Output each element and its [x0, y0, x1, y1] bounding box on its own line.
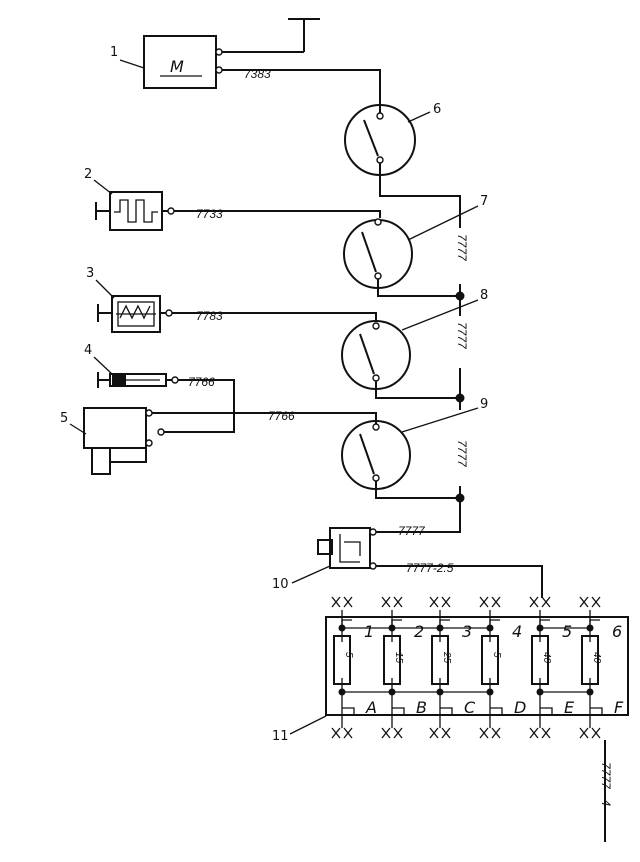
fuse-bottom-crossmark [331, 727, 353, 739]
fuse-top-crossmark [479, 596, 501, 608]
motor-label: M [170, 57, 184, 76]
fuse-top-crossmark [579, 596, 601, 608]
fuse-top-pin-label: 4 [512, 622, 522, 641]
wire-label-7777-v3: 7777 [455, 440, 469, 468]
fuse-top-crossmark [381, 596, 403, 608]
fuse-bottom-crossmark [529, 727, 551, 739]
fuse-top-jumper [391, 619, 402, 628]
fuse-body [531, 635, 549, 685]
fuse-bottom-jumper [392, 707, 405, 716]
fuse-bottom-crossmark [429, 727, 451, 739]
fuse-body [481, 635, 499, 685]
callout-11: 11 [272, 729, 289, 744]
fuse-bottom-jumper [540, 707, 553, 716]
wire-label-7383: 7383 [244, 67, 271, 81]
callout-2: 2 [84, 167, 92, 182]
fuse-top-jumper [539, 619, 550, 628]
fuse-top-pin-label: 2 [414, 622, 424, 641]
callout-4: 4 [84, 343, 92, 358]
fuse-bottom-pin-label: A [365, 698, 377, 717]
wire-label-7777-v2: 7777 [455, 322, 469, 350]
wire-label-7783: 7783 [196, 309, 223, 323]
fuse-bottom-jumper [490, 707, 503, 716]
fuse-top-pin-label: 3 [462, 622, 472, 641]
fuse-bottom-jumper [590, 707, 603, 716]
sensor-component [97, 372, 179, 388]
fuse-bottom-pin-label: F [614, 698, 624, 717]
fan-component [97, 295, 173, 333]
fuse-top-pin-label: 1 [364, 622, 374, 641]
fuse-top-jumper [489, 619, 500, 628]
fuse-rating: 15 [393, 652, 404, 664]
fuse-list: 5 1A 15 2B 25 3C 5 4D 40 5E 40 6F [331, 596, 624, 739]
callout-6: 6 [433, 102, 441, 117]
callout-9: 9 [480, 397, 488, 412]
fuse-rating: 25 [441, 651, 452, 664]
fuse-top-pin-label: 5 [562, 622, 572, 641]
callout-3: 3 [86, 266, 94, 281]
fuse-top-jumper [341, 619, 352, 628]
ground-symbol [222, 18, 320, 53]
relay-component [83, 407, 165, 475]
fuse-rating: 40 [591, 652, 602, 664]
fuse-bottom-node [436, 688, 444, 696]
fuse-body [383, 635, 401, 685]
fuse-bottom-jumper [342, 707, 355, 716]
fuse-bottom-crossmark [579, 727, 601, 739]
fuse-bottom-node [536, 688, 544, 696]
switch-7 [343, 218, 413, 289]
callout-10: 10 [272, 577, 289, 592]
wire-label-7766-relay: 7766 [268, 409, 295, 423]
fuse-top-pin-label: 6 [612, 622, 622, 641]
fuse-bottom-node [586, 688, 594, 696]
motor-component: M [143, 35, 223, 89]
switch-9 [341, 420, 411, 490]
heater-component [95, 191, 175, 231]
fuse-bottom-pin-label: B [416, 698, 427, 717]
fuse-top-crossmark [331, 596, 353, 608]
fuse-bottom-pin-label: E [564, 698, 575, 717]
fuse-bottom-node [388, 688, 396, 696]
fuse-block [325, 616, 629, 716]
fuse-bottom-node [486, 688, 494, 696]
callout-1: 1 [110, 45, 118, 60]
fuse-rating: 5 [491, 652, 502, 658]
wire-label-7777-relay: 7777 [398, 524, 426, 538]
wire-label-7777-4: 7777 - 4 [599, 762, 613, 806]
fuse-top-jumper [439, 619, 450, 628]
fuse-bottom-pin-label: D [514, 698, 526, 717]
fuse-rating: 5 [343, 652, 354, 658]
small-relay-component [317, 527, 377, 570]
wire-label-7766-sensor: 7766 [188, 375, 215, 389]
wire-label-7733: 7733 [196, 207, 223, 221]
fuse-body [581, 635, 599, 685]
fuse-bottom-node [338, 688, 346, 696]
callout-8: 8 [480, 288, 488, 303]
fuse-top-jumper [589, 619, 600, 628]
wire-label-7777-2.5: 7777-2.5 [406, 561, 454, 575]
callout-5: 5 [60, 411, 68, 426]
fuse-body [333, 635, 351, 685]
switch-8 [341, 320, 411, 390]
fuse-bottom-crossmark [479, 727, 501, 739]
fuse-rating: 40 [541, 652, 552, 664]
fuse-top-crossmark [429, 596, 451, 608]
fuse-bottom-pin-label: C [464, 698, 476, 717]
fuse-top-crossmark [529, 596, 551, 608]
wire-label-7777-v1: 7777 [455, 234, 469, 262]
fuse-bottom-crossmark [381, 727, 403, 739]
fuse-bottom-jumper [440, 707, 453, 716]
fuse-body [431, 635, 449, 685]
callout-7: 7 [480, 194, 488, 209]
